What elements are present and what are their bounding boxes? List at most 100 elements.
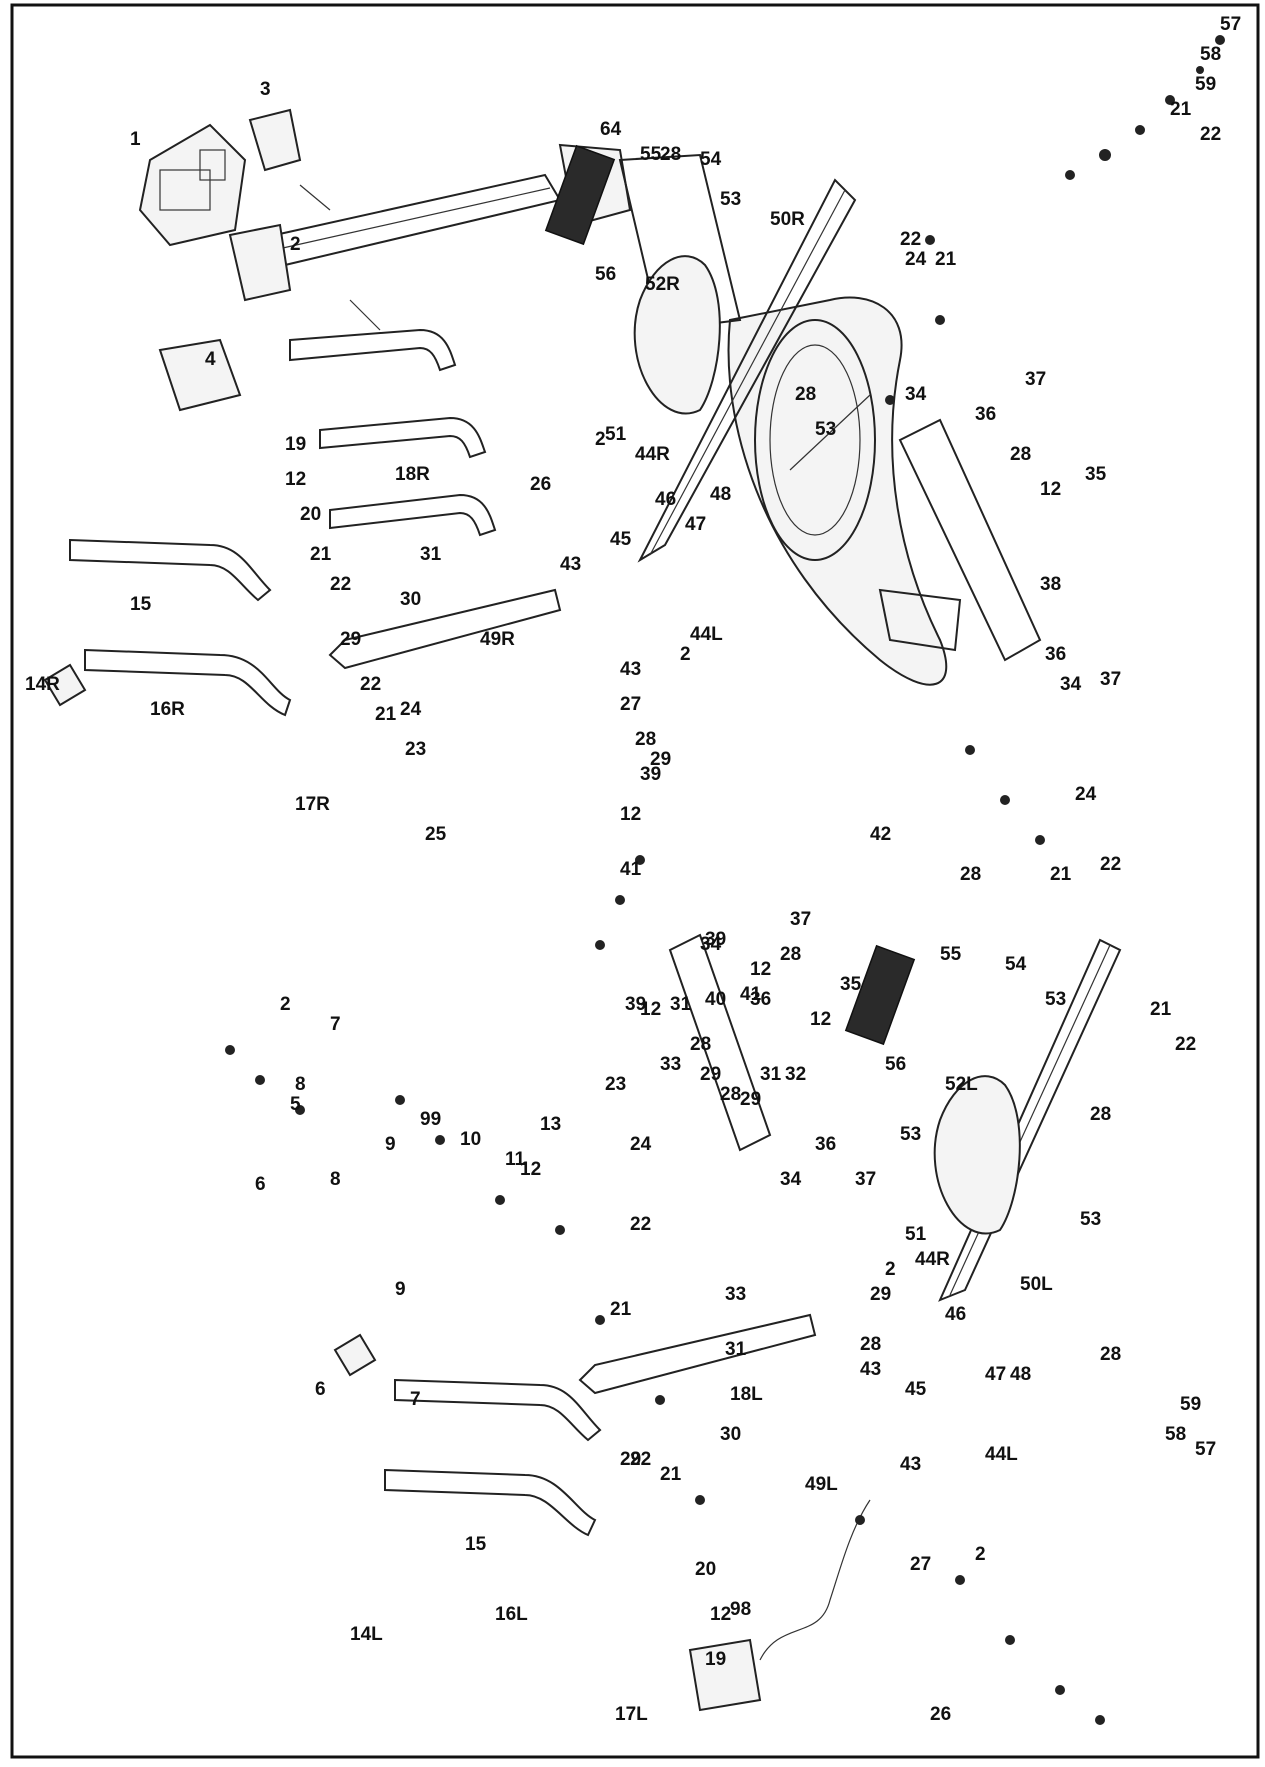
part-label-16l: 16L [495,1604,528,1625]
part-label-29: 29 [700,1064,721,1085]
part-label-48: 48 [710,484,731,505]
part-label-14l: 14L [350,1624,383,1645]
part-label-43: 43 [900,1454,921,1475]
part-label-3: 3 [260,79,271,100]
part-label-27: 27 [910,1554,931,1575]
part-label-8: 8 [295,1074,306,1095]
part-labels: 1 2 2 2 2 2 2 3 4 5 6 6 7 7 8 8 9 9 10 1… [25,14,1241,1725]
part-label-45: 45 [610,529,632,550]
part-label-12: 12 [710,1604,731,1625]
part-label-22: 22 [630,1449,651,1470]
part-label-12: 12 [810,1009,831,1030]
part-label-43: 43 [860,1359,881,1380]
left-pad-part [844,944,916,1046]
part-label-37: 37 [1100,669,1121,690]
left-pedal-arm-part [938,938,1122,1302]
part-label-37: 37 [790,909,811,930]
part-label-41l: 41 [740,984,762,1005]
part-label-59: 59 [1180,1394,1201,1415]
part-label-44l: 44L [985,1444,1018,1465]
part-label-40: 40 [705,989,726,1010]
part-label-2: 2 [595,429,606,450]
part-label-39: 39 [640,764,661,785]
part-label-28: 28 [660,144,681,165]
part-label-54: 54 [1005,954,1027,975]
part-label-13: 13 [540,1114,561,1135]
part-label-4: 4 [205,349,216,370]
part-label-12: 12 [520,1159,541,1180]
part-label-16r: 16R [150,699,185,720]
part-label-30: 30 [400,589,421,610]
part-label-27: 27 [620,694,641,715]
part-label-21: 21 [660,1464,682,1485]
right-pad-part [544,144,616,246]
part-label-51: 51 [905,1224,927,1245]
part-label-41: 41 [620,859,642,880]
part-label-22: 22 [1200,124,1221,145]
part-label-36: 36 [1045,644,1066,665]
part-label-2: 2 [680,644,691,665]
part-label-15: 15 [130,594,152,615]
part-label-6: 6 [315,1379,326,1400]
part-label-29: 29 [870,1284,891,1305]
front-stabilizer-part [668,933,772,1152]
part-label-99: 99 [420,1109,441,1130]
part-label-5: 5 [290,1094,301,1115]
part-label-34: 34 [905,384,927,405]
power-adapter-part [688,1499,871,1712]
part-label-50r: 50R [770,209,805,230]
part-label-34: 34 [780,1169,802,1190]
part-label-26: 26 [530,474,551,495]
part-label-10: 10 [460,1129,481,1150]
part-label-42: 42 [870,824,891,845]
part-label-28: 28 [690,1034,711,1055]
part-label-31: 31 [725,1339,747,1360]
part-label-7: 7 [330,1014,341,1035]
part-label-2: 2 [975,1544,986,1565]
part-label-37: 37 [855,1169,876,1190]
part-label-24: 24 [905,249,927,270]
part-label-55: 55 [640,144,662,165]
part-label-14r: 14R [25,674,60,695]
part-label-48: 48 [1010,1364,1031,1385]
part-label-32: 32 [785,1064,806,1085]
part-label-29: 29 [740,1089,761,1110]
part-label-28: 28 [635,729,656,750]
part-label-22: 22 [360,674,381,695]
part-label-20: 20 [695,1559,716,1580]
part-label-28: 28 [1010,444,1031,465]
part-label-22: 22 [1100,854,1121,875]
part-label-20: 20 [300,504,321,525]
part-label-52r: 52R [645,274,680,295]
part-label-12: 12 [750,959,771,980]
part-label-31: 31 [760,1064,782,1085]
part-label-44r: 44R [635,444,670,465]
part-label-56: 56 [885,1054,906,1075]
part-label-36: 36 [750,989,771,1010]
part-label-58: 58 [1165,1424,1186,1445]
part-label-6: 6 [255,1174,266,1195]
part-label-54: 54 [700,149,722,170]
part-label-53: 53 [1045,989,1066,1010]
left-upper-handle-part [394,1378,602,1442]
part-label-52l: 52L [945,1074,978,1095]
part-label-35: 35 [840,974,862,995]
part-label-26: 26 [930,1704,951,1725]
part-label-9: 9 [395,1279,406,1300]
part-label-35: 35 [1085,464,1107,485]
part-label-9: 9 [385,1134,396,1155]
part-label-15: 15 [465,1534,487,1555]
part-label-51: 51 [605,424,627,445]
part-label-11: 11 [505,1149,526,1170]
right-lower-arm-part [328,588,562,670]
part-label-19: 19 [705,1649,726,1670]
part-label-34: 34 [1060,674,1082,695]
part-label-46: 46 [945,1304,966,1325]
main-mast-part [228,173,562,331]
part-label-31: 31 [420,544,442,565]
part-label-22: 22 [330,574,351,595]
part-label-12: 12 [640,999,661,1020]
main-frame-part [618,153,962,686]
console-part [138,123,247,247]
fixed-handlebar-lower-part [329,493,497,537]
